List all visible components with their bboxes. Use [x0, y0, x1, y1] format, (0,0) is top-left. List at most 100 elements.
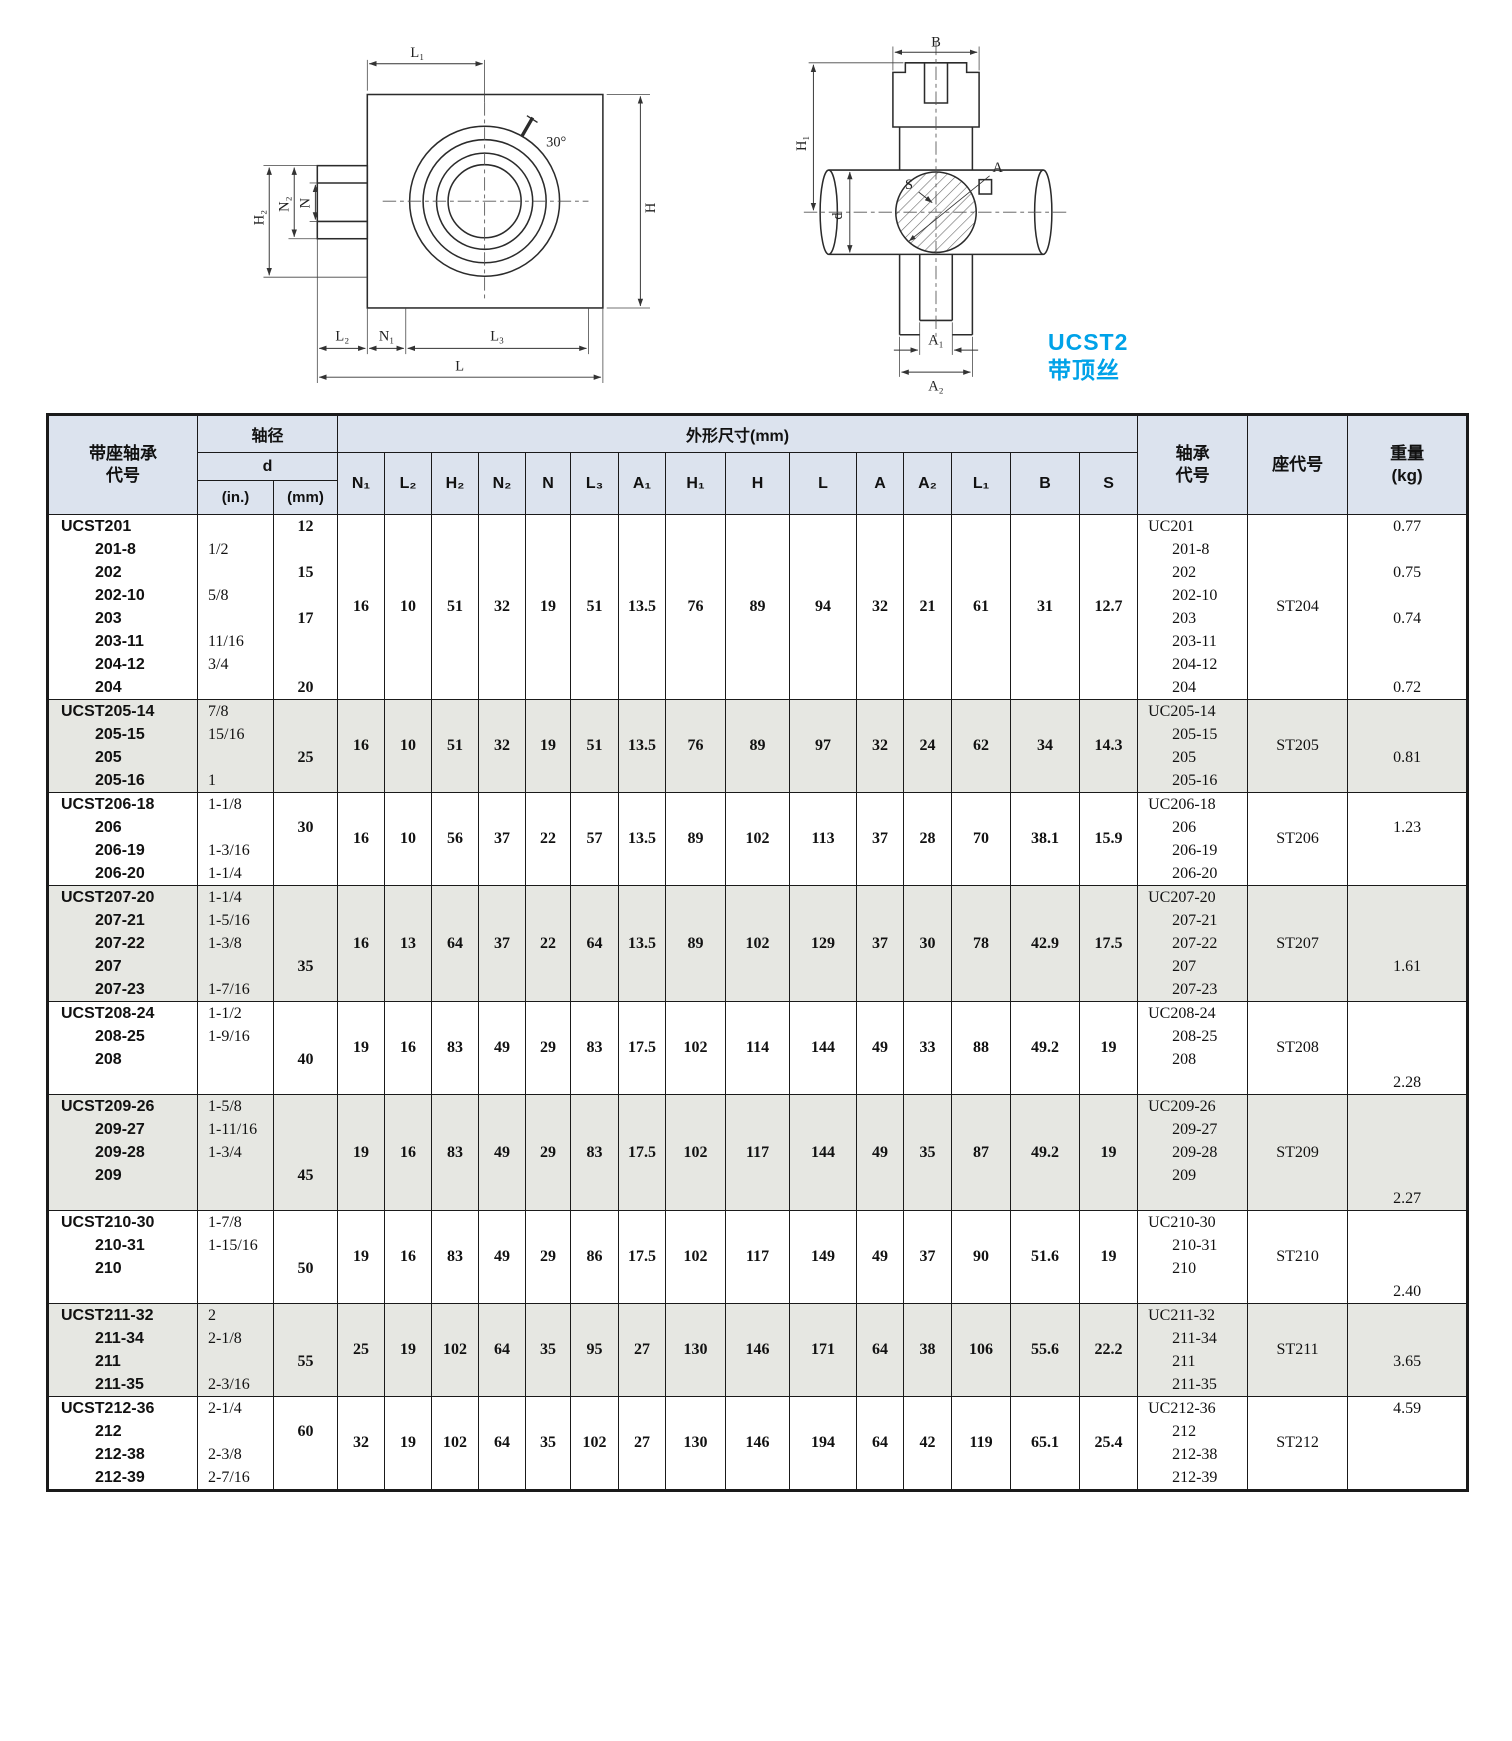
dimension-cell: 49: [856, 1210, 905, 1304]
cell-line: 212: [95, 1423, 122, 1440]
cell-line: UC205-14: [1148, 703, 1216, 720]
cell-line: 1-3/16: [208, 842, 250, 859]
cell-line: [49, 1071, 197, 1094]
cell-line: [199, 1280, 273, 1303]
dim-label-H2: H₂: [251, 210, 267, 225]
dimension-cell: 83: [570, 1001, 620, 1095]
cell-line: [199, 816, 273, 839]
cell-line: 1-1/2: [208, 1005, 242, 1022]
cell-line: 25: [297, 749, 314, 766]
cell-line: 1-1/4: [208, 889, 242, 906]
cell-line: [49, 1187, 197, 1210]
dimension-cell: 25.4: [1079, 1396, 1139, 1491]
cell-line: [275, 723, 337, 746]
dimension-cell: 16: [337, 699, 386, 793]
cell-line: 1.23: [1393, 819, 1422, 836]
cell-line: 210-31: [95, 1237, 145, 1254]
dimension-cell: 114: [725, 1001, 791, 1095]
dimension-cell: 90: [951, 1210, 1012, 1304]
cell-line: 0.74: [1393, 610, 1422, 627]
cell-line: [275, 862, 337, 885]
dimension-cell: 106: [951, 1303, 1012, 1397]
cell-line: 5/8: [208, 587, 229, 604]
cell-line: UCST205-14: [61, 703, 155, 720]
dimension-cell: 12.7: [1079, 514, 1139, 700]
dimension-cell: 102: [431, 1303, 480, 1397]
dim-label-A2: A₂: [928, 378, 943, 394]
cell-line: 206-20: [95, 865, 145, 882]
dimension-cell: 17.5: [618, 1094, 667, 1211]
cell-line: [199, 1257, 273, 1280]
seat-code-cell: ST204: [1247, 514, 1349, 700]
dimension-cell: 33: [903, 1001, 953, 1095]
table-header: 带座轴承 代号 轴径 外形尺寸(mm) 轴承 代号 座代号 重量 (kg) d …: [47, 414, 1469, 515]
cell-line: 55: [297, 1353, 314, 1370]
cell-line: [1349, 794, 1467, 817]
dimension-cell: 13: [384, 885, 433, 1002]
seat-code-cell: ST210: [1247, 1210, 1349, 1304]
seat-code-cell: ST212: [1247, 1396, 1349, 1491]
cell-line: [1349, 1234, 1467, 1257]
cell-line: [275, 630, 337, 653]
col-header-shaft-dia: 轴径: [196, 414, 339, 453]
cell-line: [275, 1466, 337, 1489]
dimension-cell: 102: [725, 885, 791, 1002]
cell-line: UC201: [1148, 518, 1195, 535]
dimension-cell: 89: [665, 792, 727, 886]
col-header-dimensions-group: 外形尺寸(mm): [337, 414, 1139, 453]
cell-line: 20: [297, 679, 314, 696]
cell-line: 1: [208, 772, 216, 789]
cell-line: [1349, 769, 1467, 792]
dimension-cell: 34: [1010, 699, 1081, 793]
dimension-cell: 19: [525, 699, 572, 793]
dim-label-A1: A₁: [928, 332, 943, 348]
weight-cell: 1.23: [1347, 792, 1469, 886]
cell-line: 212-38: [1172, 1446, 1218, 1463]
shaft-mm-cell: 45: [272, 1094, 339, 1211]
dimension-cell: 16: [337, 792, 386, 886]
cell-line: 35: [297, 958, 314, 975]
cell-line: 210-31: [1172, 1237, 1218, 1254]
cell-line: 212-39: [95, 1469, 145, 1486]
section-view-drawing: B H₁ d S A A₁ A₂: [794, 36, 1069, 394]
cell-line: 201-8: [95, 541, 136, 558]
dimension-cell: 83: [431, 1094, 480, 1211]
cell-line: [275, 1212, 337, 1235]
cell-line: 17: [297, 610, 314, 627]
dimension-cell: 19: [384, 1303, 433, 1397]
cell-line: [275, 1187, 337, 1210]
cell-line: 206: [1172, 819, 1197, 836]
cell-line: [1349, 630, 1467, 653]
dimension-cell: 49: [856, 1001, 905, 1095]
dimension-cell: 62: [951, 699, 1012, 793]
dimension-cell: 38: [903, 1303, 953, 1397]
weight-cell: 2.27: [1347, 1094, 1469, 1211]
dim-label-L3: L₃: [490, 329, 504, 345]
col-header-bearing-code: 轴承 代号: [1137, 414, 1249, 515]
dimension-cell: 19: [337, 1001, 386, 1095]
cell-line: [1349, 1025, 1467, 1048]
cell-line: [1349, 1305, 1467, 1328]
col-header-A1: A₁: [618, 452, 667, 515]
cell-line: 211: [1172, 1353, 1196, 1370]
cell-line: 1-7/16: [208, 981, 250, 998]
dimension-cell: 13.5: [618, 514, 667, 700]
cell-line: [1349, 1118, 1467, 1141]
cell-line: 207-22: [95, 935, 145, 952]
dimension-cell: 130: [665, 1303, 727, 1397]
col-header-S: S: [1079, 452, 1139, 515]
cell-line: 211-35: [95, 1376, 144, 1393]
cell-line: 2.27: [1393, 1190, 1422, 1207]
cell-line: [1349, 1164, 1467, 1187]
dimension-cell: 64: [570, 885, 620, 1002]
cell-line: [1349, 1048, 1467, 1071]
